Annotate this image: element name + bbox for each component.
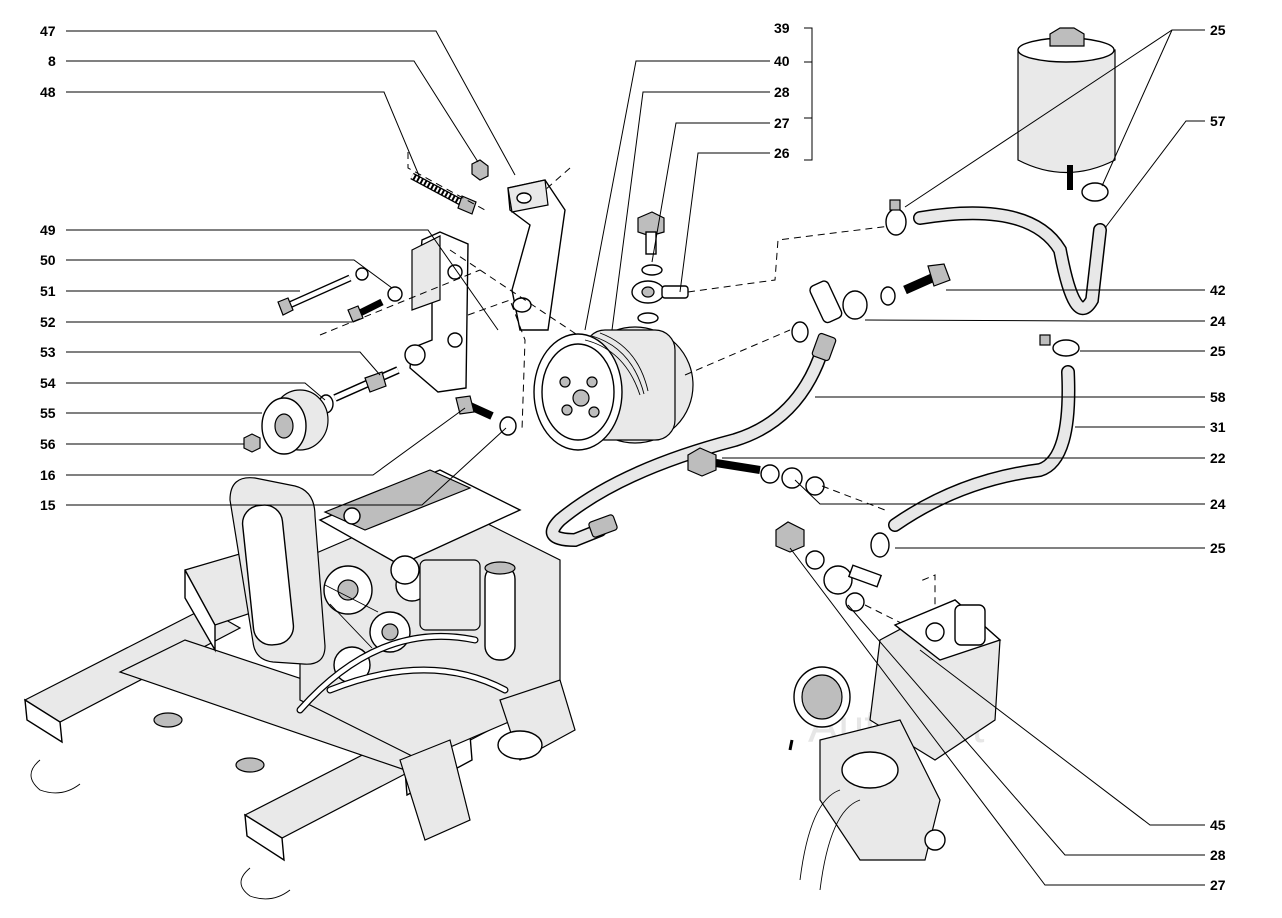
seal-24a [880, 286, 896, 306]
callout-48: 48 [40, 84, 56, 100]
stud-53 [333, 366, 400, 402]
callout-31: 31 [1210, 419, 1226, 435]
callout-45: 45 [1210, 817, 1226, 833]
callout-40: 40 [774, 53, 790, 69]
bracket-47 [507, 179, 566, 331]
washer-50a [355, 267, 369, 281]
callout-22: 22 [1210, 450, 1226, 466]
callout-47: 47 [40, 23, 56, 39]
seal-28b [637, 312, 659, 324]
nut-8 [471, 159, 489, 181]
return-hose-31 [888, 365, 1076, 532]
hose-clamp-25b [1081, 182, 1109, 202]
bolt-51 [277, 274, 352, 316]
callout-28-bottom: 28 [1210, 847, 1226, 863]
callout-8: 8 [48, 53, 56, 69]
callout-56: 56 [40, 436, 56, 452]
leader-lines [66, 27, 1205, 886]
pump-pulley-40 [533, 326, 694, 451]
callout-28-top: 28 [774, 84, 790, 100]
pressure-banjo [809, 280, 868, 324]
callout-15: 15 [40, 497, 56, 513]
seal-28a [641, 264, 663, 276]
seal-24b [791, 321, 809, 343]
callout-27-top: 27 [774, 115, 790, 131]
seal-24c [760, 464, 780, 484]
callout-58: 58 [1210, 389, 1226, 405]
callout-26: 26 [774, 145, 790, 161]
idler-pulley-55 [261, 389, 329, 455]
callout-39: 39 [774, 20, 790, 36]
bolt-22 [687, 447, 717, 477]
hose-clamp-25d [870, 532, 890, 558]
washer-50b [387, 286, 403, 302]
callout-50: 50 [40, 252, 56, 268]
power-steering-pump-group [533, 211, 891, 451]
callout-27-bottom: 27 [1210, 877, 1226, 893]
callout-25-mid: 25 [1210, 343, 1226, 359]
hose-clamp-25a [885, 199, 907, 236]
callout-54: 54 [40, 375, 56, 391]
callout-16: 16 [40, 467, 56, 483]
callout-55: 55 [40, 405, 56, 421]
bolt-16 [455, 395, 494, 420]
engine-frame-assembly [23, 469, 576, 900]
callout-labels: 47 8 48 49 50 51 52 53 54 55 56 16 15 39… [40, 20, 1226, 893]
callout-49: 49 [40, 222, 56, 238]
callout-52: 52 [40, 314, 56, 330]
banjo-fitting-26 [631, 280, 689, 304]
callout-25-lower: 25 [1210, 540, 1226, 556]
callout-53: 53 [40, 344, 56, 360]
bolt-42 [903, 263, 951, 295]
callout-51: 51 [40, 283, 56, 299]
bracket-49 [404, 231, 469, 393]
hose-clamp-25c [1039, 334, 1080, 357]
reservoir-and-hoses [545, 27, 1116, 558]
callout-24-upper: 24 [1210, 313, 1226, 329]
bolt-48 [410, 172, 477, 215]
bracket-and-idler-group [243, 152, 586, 455]
nut-56 [243, 433, 261, 453]
fluid-reservoir [1017, 27, 1116, 190]
callout-24-lower: 24 [1210, 496, 1226, 512]
callout-42: 42 [1210, 282, 1226, 298]
washer-15 [499, 416, 517, 436]
bolt-52 [347, 298, 384, 323]
banjo-bolt-27 [637, 211, 665, 255]
callout-57: 57 [1210, 113, 1226, 129]
steering-gear-group [775, 521, 1002, 891]
callout-25-top: 25 [1210, 22, 1226, 38]
bolt-45 [775, 521, 805, 553]
